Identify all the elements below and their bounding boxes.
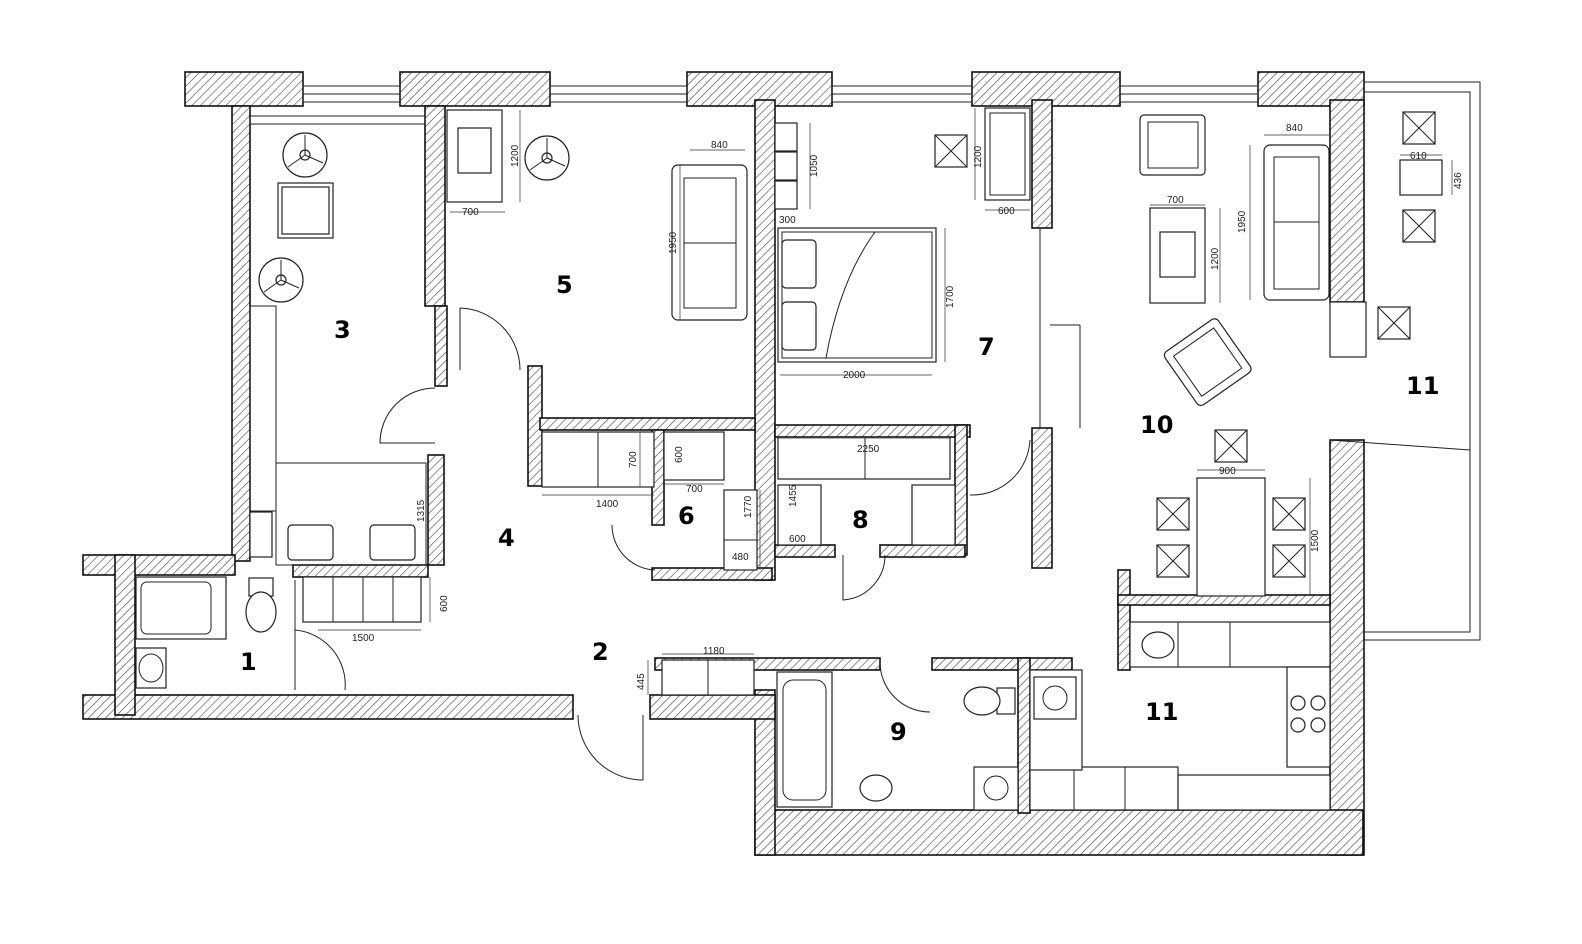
dimension-label: 700: [686, 484, 703, 495]
dimension-label: 600: [998, 206, 1015, 217]
dimension-label: 1180: [703, 646, 725, 657]
office-chair-icon: [282, 132, 328, 178]
dimension-label: 1050: [809, 154, 820, 177]
room-label-2: 2: [592, 638, 609, 666]
dimension-label: 840: [1286, 123, 1303, 134]
dimension-label: 700: [628, 451, 639, 468]
dimension-label: 1500: [1310, 529, 1321, 552]
dimension-lines: [318, 108, 1453, 695]
dimension-label: 1200: [973, 145, 984, 168]
furniture: [135, 107, 1443, 811]
dimension-label: 1200: [1210, 247, 1221, 270]
dimension-label: 436: [1453, 172, 1464, 189]
armchair-icon: [1163, 318, 1252, 407]
room-label-7: 7: [978, 333, 995, 361]
bathtub-icon: [135, 576, 227, 640]
room-label-10: 10: [1140, 411, 1173, 439]
dimension-label: 600: [439, 595, 450, 612]
sink-icon: [135, 647, 167, 689]
dimension-label: 840: [711, 140, 728, 151]
dimension-label: 600: [674, 446, 685, 463]
room-label-4: 4: [498, 524, 515, 552]
room-label-1: 1: [240, 648, 257, 676]
room-label-6: 6: [678, 502, 695, 530]
dimension-label: 700: [1167, 195, 1184, 206]
dimension-label: 480: [732, 552, 749, 563]
dimension-label: 1500: [352, 633, 375, 644]
doors: [294, 228, 1081, 781]
dimension-label: 900: [1219, 466, 1236, 477]
office-chair-icon: [524, 135, 570, 181]
room-label-9: 9: [890, 718, 907, 746]
dimension-label: 1400: [596, 499, 619, 510]
dimension-label: 1455: [788, 484, 799, 507]
room-label-11-balcony: 11: [1406, 372, 1439, 400]
office-chair-icon: [258, 257, 304, 303]
dimension-label: 600: [789, 534, 806, 545]
dimension-label: 1200: [510, 144, 521, 167]
windows: [302, 81, 1481, 641]
dimension-labels: 700 1200 840 1950 1050 300 1200 600 1700…: [352, 123, 1464, 690]
room-label-8: 8: [852, 506, 869, 534]
room-label-11-kitchen: 11: [1145, 698, 1178, 726]
dimension-label: 1950: [1237, 210, 1248, 233]
dimension-label: 2000: [843, 370, 866, 381]
walls: [82, 71, 1365, 856]
sink-icon: [859, 774, 893, 802]
dimension-label: 445: [636, 673, 647, 690]
toilet-icon: [963, 686, 1016, 716]
dimension-label: 1950: [668, 231, 679, 254]
room-label-5: 5: [556, 271, 573, 299]
sofa-icon: [671, 164, 748, 321]
room-label-3: 3: [334, 316, 351, 344]
bathtub-icon: [776, 671, 833, 808]
dimension-label: 1315: [416, 499, 427, 522]
dimension-label: 300: [779, 215, 796, 226]
toilet-icon: [245, 577, 277, 633]
bed-icon: [777, 227, 937, 363]
dimension-label: 2250: [857, 444, 880, 455]
sofa-icon: [1263, 144, 1330, 301]
dimension-label: 700: [462, 207, 479, 218]
dimension-label: 1770: [743, 495, 754, 518]
dimension-label: 1700: [945, 285, 956, 308]
dimension-label: 610: [1410, 151, 1427, 162]
room-labels: 1 2 3 4 5 6 7 8 9 10 11 11: [240, 271, 1439, 746]
